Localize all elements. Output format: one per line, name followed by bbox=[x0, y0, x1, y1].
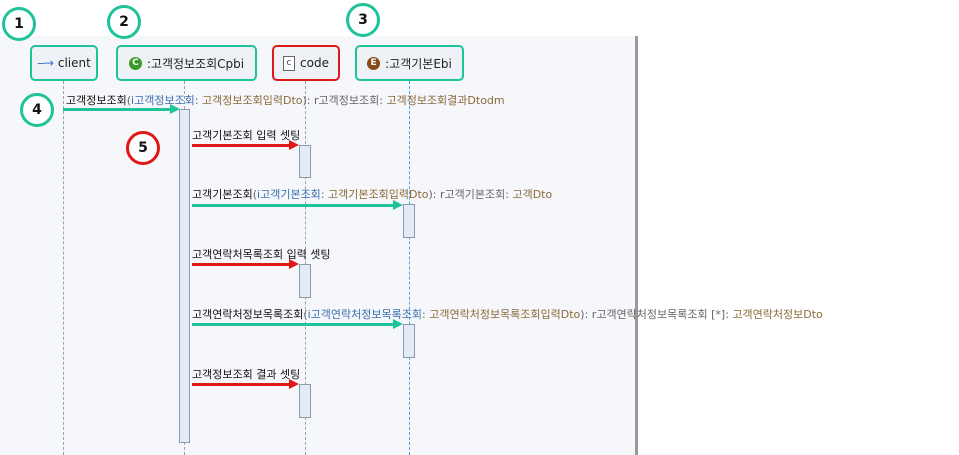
message-1-label[interactable]: 고객정보조회(i고객정보조회: 고객정보조회입력Dto): r고객정보조회: 고… bbox=[66, 92, 505, 108]
message-2-text: 고객기본조회 입력 셋팅 bbox=[192, 129, 301, 142]
activation-code-2[interactable] bbox=[299, 264, 311, 298]
message-4-label[interactable]: 고객연락처목록조회 입력 셋팅 bbox=[192, 246, 331, 262]
diagram-canvas bbox=[0, 36, 636, 455]
message-5-param: i고객연락처정보목록조회 bbox=[307, 308, 423, 321]
message-2-arrow[interactable] bbox=[192, 140, 299, 150]
participant-code-label: code bbox=[300, 56, 329, 70]
message-3-name: 고객기본조회 bbox=[192, 188, 253, 201]
participant-client-label: client bbox=[57, 56, 91, 70]
message-3-close: ): bbox=[428, 188, 440, 201]
message-6-text: 고객정보조회 결과 셋팅 bbox=[192, 368, 301, 381]
message-6-label[interactable]: 고객정보조회 결과 셋팅 bbox=[192, 366, 300, 382]
message-1-return-type: 고객정보조회결과Dtodm bbox=[386, 94, 505, 107]
message-5-arrow[interactable] bbox=[192, 319, 403, 329]
message-5-return: r고객연락처정보목록조회 [*] bbox=[591, 308, 726, 321]
message-3-return-type: 고객Dto bbox=[512, 188, 553, 201]
participant-ebi[interactable]: E :고객기본Ebi bbox=[355, 45, 464, 81]
message-3-sep: : bbox=[320, 188, 329, 201]
badge-1: 1 bbox=[2, 7, 36, 41]
activation-code-1[interactable] bbox=[299, 145, 311, 178]
message-1-sep: : bbox=[194, 94, 203, 107]
participant-cpbi-label: :고객정보조회Cpbi bbox=[146, 56, 245, 71]
message-3-open: ( bbox=[252, 188, 258, 201]
participant-code[interactable]: c code bbox=[272, 45, 340, 81]
message-5-type: 고객연락처정보목록조회입력Dto bbox=[429, 308, 581, 321]
message-3-return: r고객기본조회 bbox=[440, 188, 506, 201]
message-1-type: 고객정보조회입력Dto bbox=[202, 94, 303, 107]
message-1-close: ): bbox=[302, 94, 314, 107]
participant-ebi-label: :고객기본Ebi bbox=[385, 56, 452, 71]
message-3-param: i고객기본조회 bbox=[257, 188, 321, 201]
badge-3: 3 bbox=[346, 3, 380, 37]
participant-client[interactable]: --→ client bbox=[30, 45, 98, 81]
message-5-return-sep: : bbox=[725, 308, 733, 321]
message-5-return-type: 고객연락처정보Dto bbox=[732, 308, 823, 321]
participant-cpbi[interactable]: C :고객정보조회Cpbi bbox=[116, 45, 257, 81]
message-5-open: ( bbox=[303, 308, 308, 321]
message-2-label[interactable]: 고객기본조회 입력 셋팅 bbox=[192, 127, 300, 143]
message-3-arrow[interactable] bbox=[192, 200, 403, 210]
badge-4: 4 bbox=[20, 93, 54, 127]
message-1-param: i고객정보조회 bbox=[131, 94, 195, 107]
lifeline-ebi bbox=[409, 81, 410, 455]
activation-ebi-2[interactable] bbox=[403, 324, 415, 358]
message-3-label[interactable]: 고객기본조회(i고객기본조회: 고객기본조회입력Dto): r고객기본조회: 고… bbox=[192, 186, 552, 202]
message-1-return-sep: : bbox=[379, 94, 387, 107]
activation-code-3[interactable] bbox=[299, 384, 311, 418]
message-1-name: 고객정보조회 bbox=[66, 94, 127, 107]
message-5-close: ): bbox=[580, 308, 592, 321]
dashed-arrow-icon: --→ bbox=[37, 56, 54, 70]
class-c-icon: C bbox=[128, 56, 142, 70]
code-file-icon: c bbox=[283, 55, 296, 71]
message-5-label[interactable]: 고객연락처정보목록조회(i고객연락처정보목록조회: 고객연락처정보목록조회입력D… bbox=[192, 306, 823, 322]
message-3-return-sep: : bbox=[505, 188, 513, 201]
lifeline-client bbox=[63, 81, 64, 455]
message-3-type: 고객기본조회입력Dto bbox=[328, 188, 429, 201]
message-6-arrow[interactable] bbox=[192, 379, 299, 389]
badge-2: 2 bbox=[107, 5, 141, 39]
message-4-text: 고객연락처목록조회 입력 셋팅 bbox=[192, 248, 331, 261]
message-5-sep: : bbox=[422, 308, 430, 321]
message-5-name: 고객연락처정보목록조회 bbox=[192, 308, 304, 321]
activation-ebi-1[interactable] bbox=[403, 204, 415, 238]
message-4-arrow[interactable] bbox=[192, 259, 299, 269]
canvas-right-border bbox=[635, 36, 638, 455]
activation-cpbi[interactable] bbox=[179, 109, 190, 443]
badge-5: 5 bbox=[126, 131, 160, 165]
message-1-return: r고객정보조회 bbox=[314, 94, 380, 107]
message-1-arrow[interactable] bbox=[63, 104, 180, 114]
entity-e-icon: E bbox=[367, 56, 381, 70]
message-1-open: ( bbox=[126, 94, 132, 107]
